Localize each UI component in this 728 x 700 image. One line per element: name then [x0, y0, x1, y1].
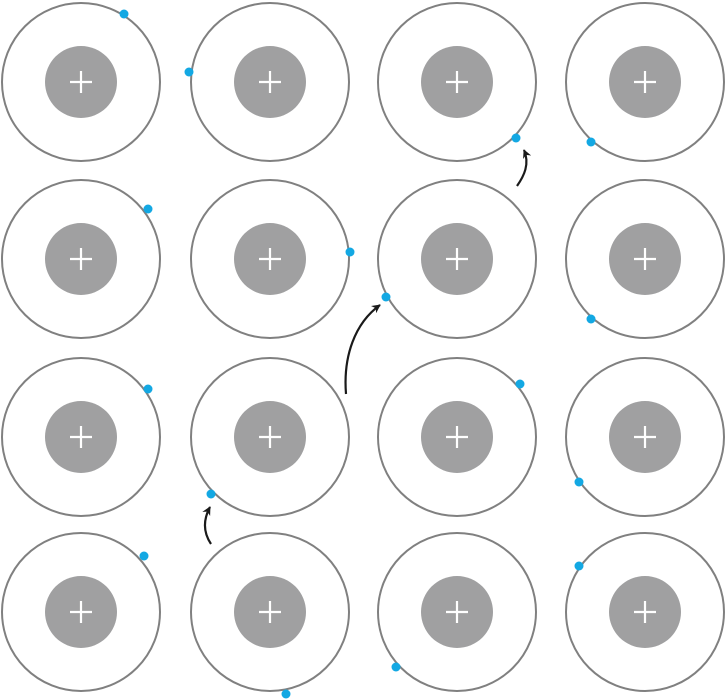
- plus-icon: [446, 426, 468, 448]
- electron-orbit: [1, 2, 161, 162]
- plus-icon: [634, 426, 656, 448]
- electron-orbit: [190, 357, 350, 517]
- atom: [565, 2, 725, 162]
- electron-orbit: [565, 179, 725, 339]
- plus-icon: [259, 71, 281, 93]
- electron-orbit: [565, 532, 725, 692]
- electron-hop-arrow: [516, 149, 532, 187]
- atom: [377, 357, 537, 517]
- atom: [190, 357, 350, 517]
- plus-icon: [634, 601, 656, 623]
- atom: [1, 357, 161, 517]
- electron-orbit: [565, 357, 725, 517]
- electron: [574, 477, 584, 487]
- electron-orbit: [1, 179, 161, 339]
- electron: [381, 292, 391, 302]
- atom: [565, 357, 725, 517]
- atom: [1, 2, 161, 162]
- electron-hop-arrow: [344, 304, 381, 395]
- electron: [184, 67, 194, 77]
- atom: [377, 179, 537, 339]
- electron: [119, 9, 129, 19]
- electron: [281, 689, 291, 699]
- plus-icon: [70, 426, 92, 448]
- electron-orbit: [1, 357, 161, 517]
- atom: [565, 532, 725, 692]
- electron: [345, 247, 355, 257]
- atom: [190, 179, 355, 339]
- electron: [143, 204, 153, 214]
- electron: [511, 133, 521, 143]
- plus-icon: [634, 248, 656, 270]
- plus-icon: [259, 601, 281, 623]
- electron: [206, 489, 216, 499]
- electron: [139, 551, 149, 561]
- atom: [190, 532, 350, 699]
- plus-icon: [446, 71, 468, 93]
- atom: [377, 2, 537, 162]
- plus-icon: [259, 426, 281, 448]
- electron: [515, 379, 525, 389]
- electron-orbit: [190, 2, 350, 162]
- electron: [586, 137, 596, 147]
- electron: [143, 384, 153, 394]
- electron-hop-arrow: [202, 506, 212, 545]
- atom: [377, 532, 537, 692]
- electron-orbit: [377, 179, 537, 339]
- electron: [391, 662, 401, 672]
- electron-orbit: [565, 2, 725, 162]
- plus-icon: [70, 601, 92, 623]
- plus-icon: [446, 601, 468, 623]
- plus-icon: [259, 248, 281, 270]
- electron-orbit: [190, 532, 350, 692]
- electron: [586, 314, 596, 324]
- atom: [1, 179, 161, 339]
- atom: [1, 532, 161, 692]
- electron-orbit: [377, 2, 537, 162]
- arrows-layer: [202, 149, 532, 545]
- electron-orbit: [377, 532, 537, 692]
- plus-icon: [70, 71, 92, 93]
- plus-icon: [446, 248, 468, 270]
- atom: [565, 179, 725, 339]
- plus-icon: [70, 248, 92, 270]
- electron: [574, 561, 584, 571]
- plus-icon: [634, 71, 656, 93]
- atom: [184, 2, 350, 162]
- electron-orbit: [1, 532, 161, 692]
- electron-orbit: [377, 357, 537, 517]
- electron-orbit: [190, 179, 350, 339]
